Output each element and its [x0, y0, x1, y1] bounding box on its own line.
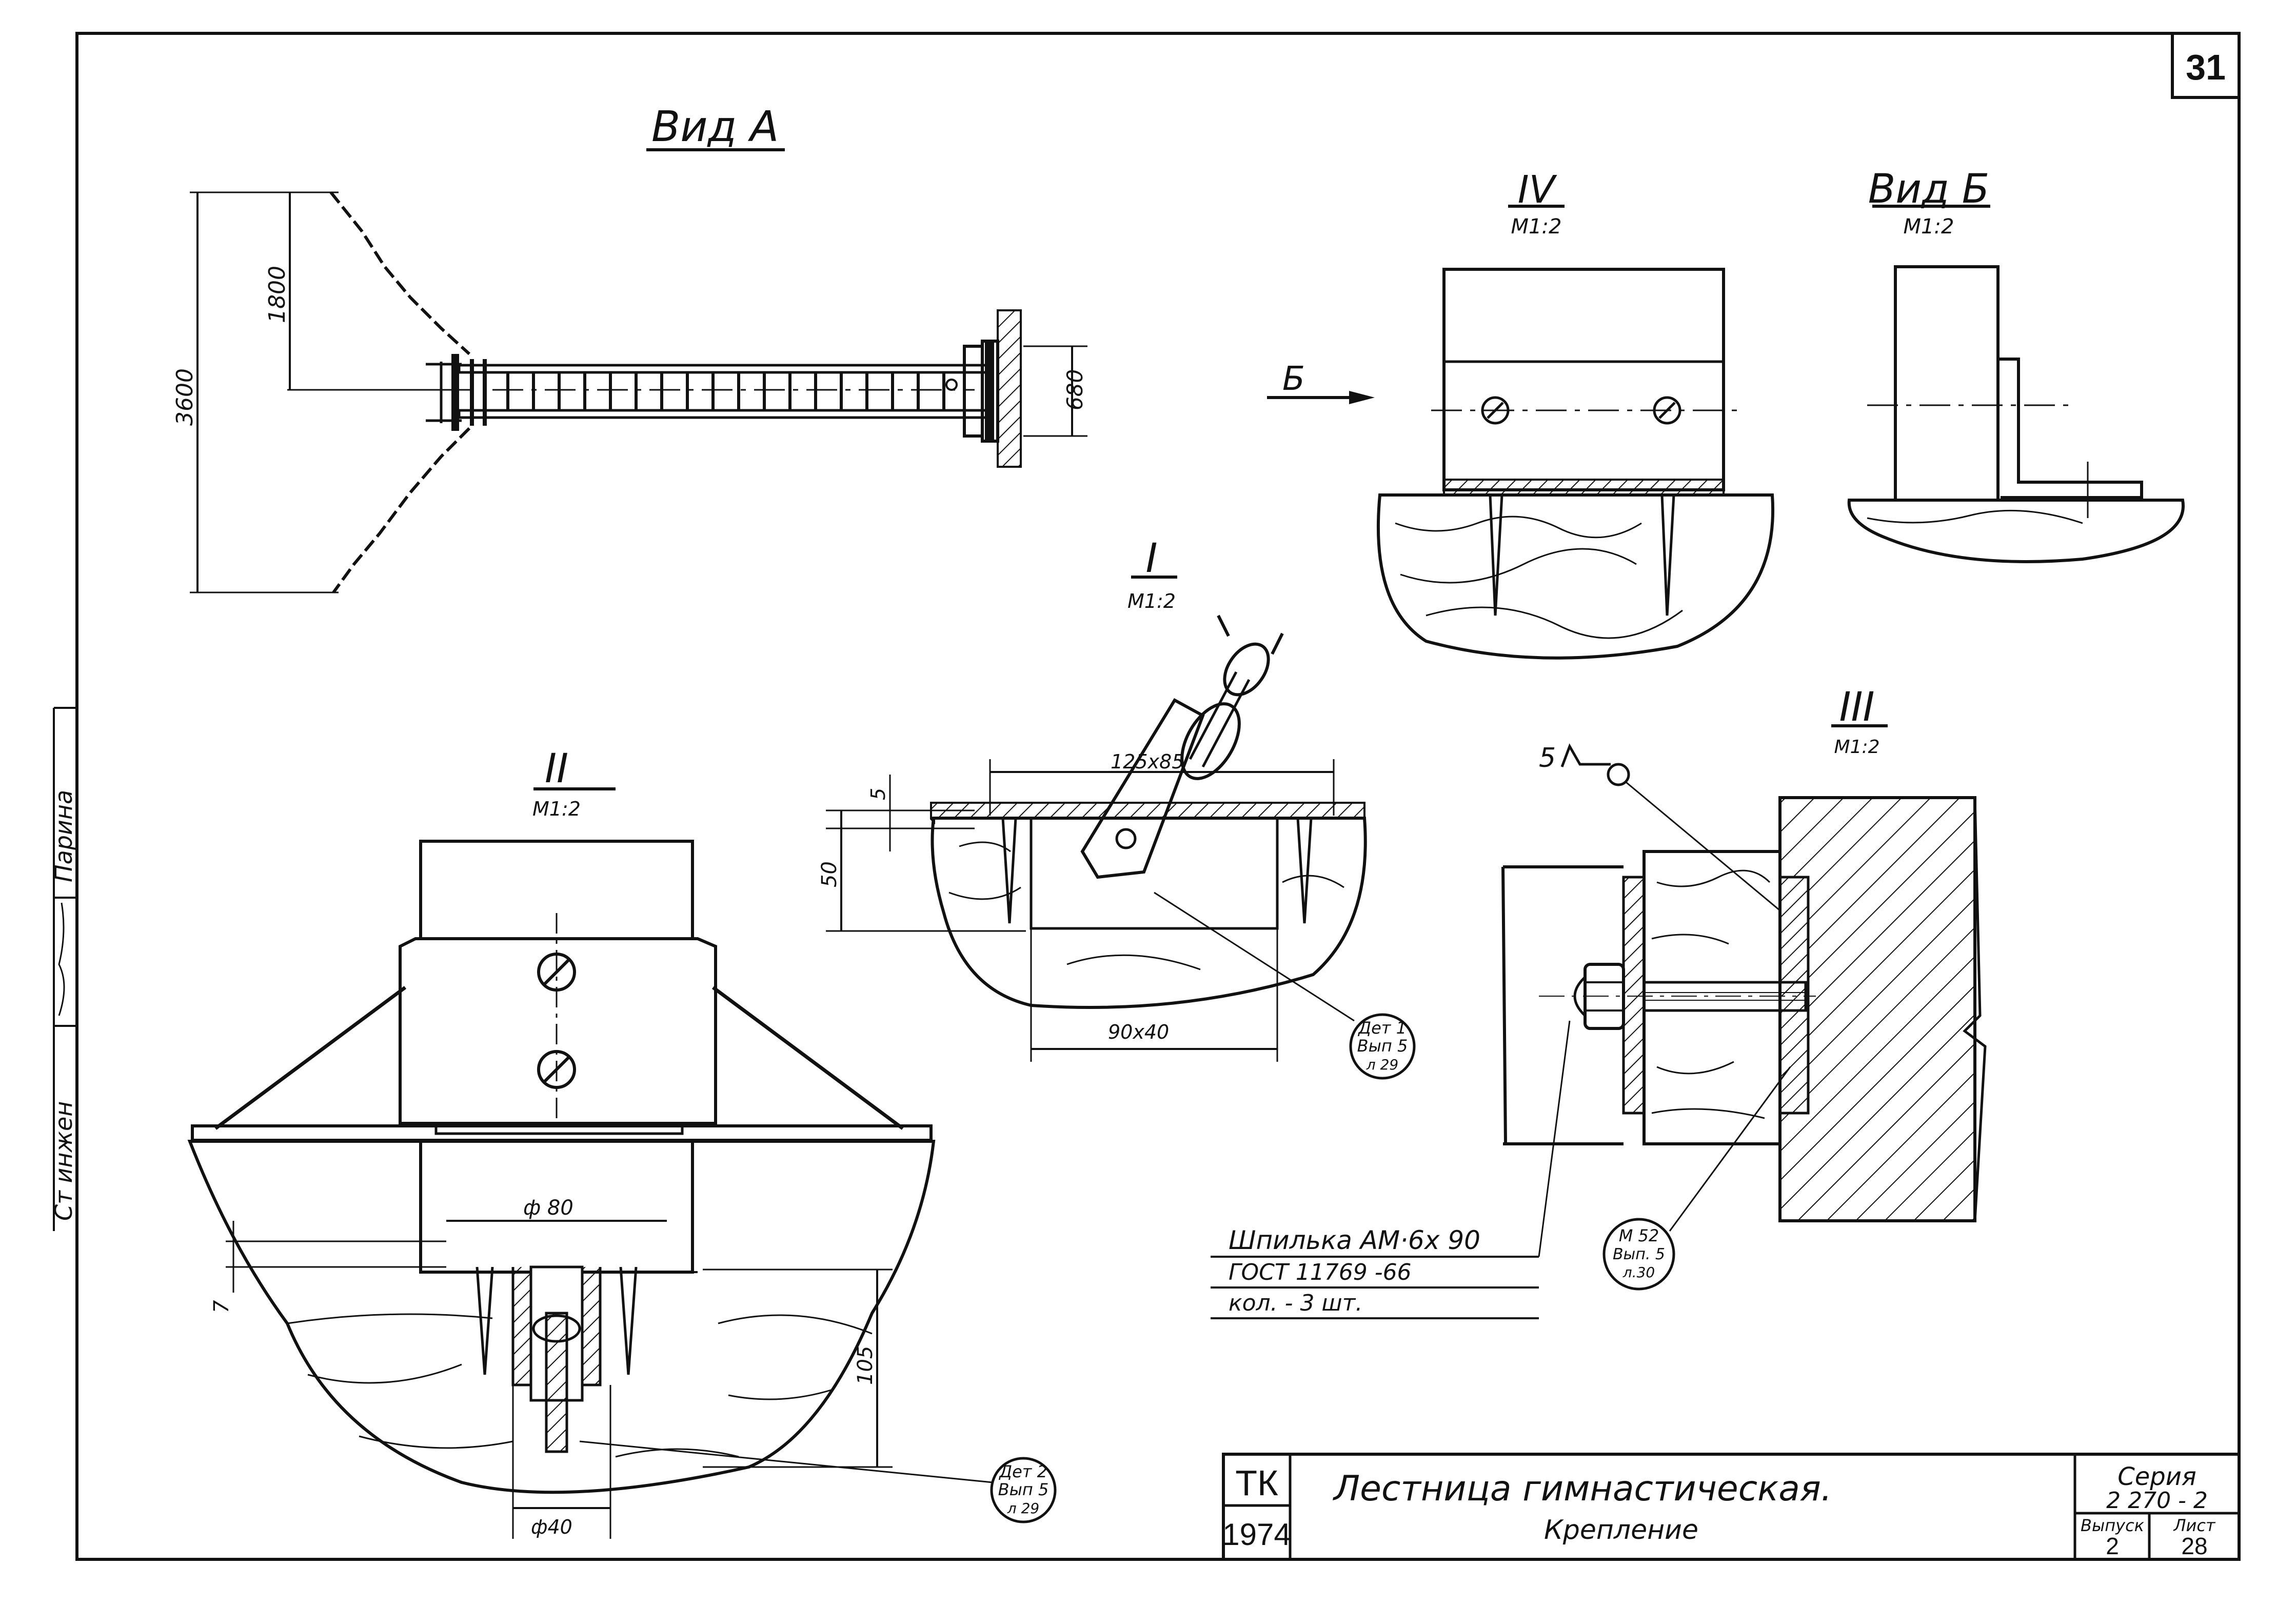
iii-beam — [1642, 850, 1782, 1145]
i-dim-5: 5 — [867, 788, 889, 800]
iv-post — [1442, 268, 1725, 491]
sheet-value: 28 — [2181, 1533, 2207, 1559]
iii-callout-circle — [1602, 1218, 1675, 1291]
lower-chain — [332, 427, 471, 593]
iii-callout-2: Вып. 5 — [1613, 1245, 1665, 1263]
iii-callout-1: М 52 — [1619, 1226, 1659, 1245]
ii-post-sleeve — [399, 937, 717, 1125]
screw-shank-2 — [1660, 494, 1675, 616]
ii-callout-1: Дет 2 — [998, 1462, 1047, 1481]
iii-wall-plate — [1778, 876, 1810, 1115]
side-stamp: Ст инжен Парина — [50, 707, 78, 1231]
view-b-arrow: Б — [1267, 360, 1375, 404]
i-callout-circle — [1349, 1013, 1416, 1080]
iii-weld-size: 5 — [1539, 743, 1556, 774]
arrow-b-label: Б — [1282, 360, 1305, 398]
iii-title: III — [1839, 684, 1874, 730]
dim-3600: 3600 — [172, 368, 198, 426]
ii-callout-circle — [990, 1457, 1057, 1523]
stamp-name: Парина — [50, 790, 77, 882]
screw-head-1 — [1481, 396, 1510, 425]
iii-washer-plate — [1622, 876, 1646, 1115]
view-b: Вид Б М1:2 — [1847, 166, 2185, 563]
ladder — [426, 340, 999, 443]
i-dim-block: 90х40 — [1108, 1021, 1169, 1043]
upper-chain — [329, 191, 471, 355]
view-a-title: Вид А — [651, 103, 779, 151]
i-dim-50: 50 — [818, 861, 841, 887]
iv-scale: М1:2 — [1511, 215, 1562, 239]
view-b-scale: М1:2 — [1904, 215, 1954, 239]
iii-note-1: Шпилька АМ·6х 90 — [1229, 1225, 1480, 1255]
i-title: I — [1145, 536, 1157, 582]
view-b-wood — [1847, 499, 2185, 563]
dim-680: 680 — [1062, 369, 1087, 410]
issue-value: 2 — [2106, 1533, 2119, 1559]
i-callout-1: Дет 1 — [1357, 1018, 1407, 1038]
i-callout-2: Вып 5 — [1357, 1036, 1408, 1056]
dim-1800: 1800 — [264, 266, 290, 323]
iii-note-3: кол. - 3 шт. — [1229, 1290, 1362, 1316]
year: 1974 — [1222, 1517, 1291, 1552]
drawing-title: Лестница гимнастическая. — [1332, 1469, 1832, 1509]
view-a: Вид А 3600 1800 — [172, 103, 1087, 593]
ladder-rungs — [506, 372, 945, 410]
iii-callout-3: л.30 — [1622, 1264, 1655, 1281]
i-scale: М1:2 — [1127, 590, 1176, 612]
drawing-subtitle: Крепление — [1544, 1515, 1698, 1545]
view-b-post — [1894, 265, 2000, 502]
org-code: ТК — [1235, 1463, 1278, 1503]
view-b-bracket — [1998, 358, 2143, 499]
sheet-label: Лист — [2173, 1516, 2215, 1535]
iv-title: IV — [1518, 168, 1557, 212]
detail-i: I М1:2 125х85 5 50 90х40 — [818, 536, 1416, 1080]
ii-wood-base — [187, 1140, 936, 1494]
ii-bolt-hole-2 — [537, 1050, 576, 1089]
issue-label: Выпуск — [2081, 1516, 2145, 1535]
series-value: 2 270 - 2 — [2106, 1488, 2208, 1514]
iii-scale: М1:2 — [1834, 737, 1880, 758]
i-block — [1030, 817, 1279, 930]
screw-shank-1 — [1489, 494, 1503, 616]
iii-note-2: ГОСТ 11769 -66 — [1229, 1259, 1412, 1285]
detail-iv: IV М1:2 — [1376, 168, 1774, 660]
iv-wood-base — [1376, 493, 1774, 660]
sheet-number-box — [2171, 32, 2241, 99]
ii-dim-phi40: ф40 — [531, 1516, 572, 1538]
ii-scale: М1:2 — [532, 798, 581, 820]
screw-head-2 — [1653, 396, 1681, 425]
detail-iii: III М1:2 5 Шпилька АМ·6х 9 — [1211, 684, 1987, 1319]
iii-post — [1501, 865, 1624, 1145]
i-plate — [930, 802, 1365, 819]
sheet-number: 31 — [2186, 47, 2226, 87]
wall-section-a — [997, 309, 1022, 468]
signature-mark — [58, 902, 65, 1016]
ii-anchor-bolt — [545, 1312, 568, 1453]
i-callout-3: л 29 — [1366, 1056, 1398, 1073]
i-dim-plate: 125х85 — [1111, 750, 1184, 773]
ii-callout-2: Вып 5 — [998, 1480, 1049, 1499]
ii-bolt-hole-1 — [537, 953, 576, 992]
detail-ii: II М1:2 ф 80 7 105 — [187, 746, 1057, 1539]
stamp-role: Ст инжен — [50, 1101, 77, 1221]
series-label: Серия — [2117, 1462, 2196, 1491]
ii-dim-105: 105 — [854, 1346, 877, 1385]
i-wood — [929, 817, 1367, 1009]
ii-title: II — [545, 746, 568, 792]
i-bracket — [1080, 698, 1205, 879]
ii-dim-7: 7 — [210, 1300, 233, 1313]
ii-callout-3: л 29 — [1007, 1500, 1039, 1517]
title-block: ТК 1974 Лестница гимнастическая. Креплен… — [1222, 1453, 2241, 1561]
ii-dim-phi80: ф 80 — [523, 1196, 573, 1220]
